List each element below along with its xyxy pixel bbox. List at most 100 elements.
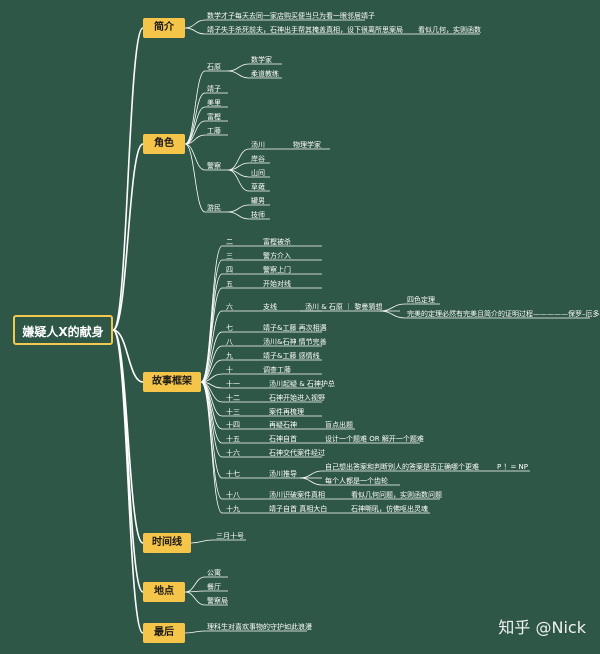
connector [200,273,223,383]
chapter-title: 开始对线 [263,280,291,288]
role-shishen-2: 柔道教练 [251,70,279,78]
chapter-title: 警方介入 [263,252,291,260]
connector [200,287,223,383]
chapter-title: 汤川识破案件真相 [269,491,325,499]
chapter-number: 七 [226,324,233,332]
chapter-title: 汤川起疑 & 石神护总 [269,380,335,388]
chapter-title: 靖子&工藤 再次相遇 [263,324,327,332]
chapter-number: 九 [226,352,233,360]
police-4: 草薙 [251,183,265,191]
connector [184,576,206,593]
chapter-number: 四 [226,266,233,274]
connector [112,143,144,331]
connector [227,148,250,171]
connector [184,19,206,29]
role-shishen-1: 数学家 [251,56,272,64]
chapter-title: 汤川推导 [269,470,297,478]
connector [227,63,250,72]
branch-places: 地点 [143,582,185,602]
role-fujian: 富樫 [207,113,221,121]
connector [112,329,144,544]
connector [379,303,406,312]
connector [184,92,206,145]
intro-line-2: 靖子失手杀死前夫，石神出手帮其掩盖真相，设下很离所思案局 [207,26,403,34]
chapter-number: 十七 [226,470,240,478]
connector [112,329,144,593]
branch-intro: 简介 [143,18,185,38]
chapter-number: 十五 [226,435,240,443]
chapter-title: 再疑石神 [269,421,297,429]
connector [299,477,323,486]
chapter-title: 靖子自首 真相大白 [269,505,328,513]
role-gongteng: 工藤 [207,127,221,135]
six-sub-b1: 四色定理 [407,296,435,304]
role-homeless: 游民 [207,204,221,212]
connector [227,204,250,213]
seventeen-sub-b: 每个人都是一个齿轮 [325,477,388,485]
chapter-number: 三 [226,252,233,260]
chapter-number: 十 [226,366,233,374]
place-1: 公寓 [207,569,221,577]
connector [190,539,213,544]
chapter-title: 支线 [263,303,277,311]
chapter-number: 五 [226,280,233,288]
nineteen-sub: 石神嘶吼，仿佛呕出灵魂 [351,505,428,513]
place-3: 警察局 [207,597,228,605]
role-shishen: 石原 [207,63,221,71]
fourteen-sub: 盲点出题 [325,421,353,429]
seventeen-sub-a: 自己想出答案和判断别人的答案是否正确哪个更难 [325,463,479,471]
chapter-number: 十九 [226,505,240,513]
connector [200,345,223,383]
chapter-number: 十八 [226,491,240,499]
watermark: 知乎 @Nick [498,618,586,637]
connector [112,329,144,634]
chapter-number: 十二 [226,394,240,402]
police-2: 岸谷 [251,155,265,163]
chapter-title: 富樫被杀 [263,238,291,246]
connector [227,211,250,220]
chapter-number: 十一 [226,380,240,388]
chapter-number: 十三 [226,408,240,416]
role-jingzi: 靖子 [207,85,221,93]
connector [184,143,206,171]
branch-ending: 最后 [143,623,185,643]
connector [112,329,144,383]
connector [184,143,206,213]
branch-timeline: 时间线 [143,533,191,553]
chapter-number: 八 [226,338,233,346]
root-node: 嫌疑人X的献身 [13,315,113,345]
connector [299,470,323,479]
eighteen-sub: 看似几何问题，实则函数问题 [351,491,442,499]
timeline-date: 三月十号 [216,532,244,540]
connector [184,27,206,35]
role-meili: 美里 [207,99,221,107]
role-police: 警察 [207,162,221,170]
chapter-title: 警察上门 [263,266,291,274]
connector [184,134,206,145]
connector [227,70,250,79]
chapter-number: 十六 [226,449,240,457]
connector [112,27,144,331]
homeless-2: 技师 [251,211,265,219]
fifteen-sub: 设计一个题难 OR 解开一个题难 [325,435,424,443]
six-sub-a: 汤川 & 石原 ｜ 黎曼猜想 [305,303,383,311]
police-1: 汤川 [251,141,265,149]
branch-story: 故事框架 [143,372,201,392]
chapter-title: 石神自首 [269,435,297,443]
connector [184,591,206,606]
connector [200,381,223,514]
chapter-title: 案件再梳理 [269,408,304,416]
six-sub-b2: 完美的定理必然有完美且简介的证明过程—————保罗–厄多斯 [407,310,600,318]
chapter-title: 石神交代案件经过 [269,449,325,457]
connector [184,630,206,634]
intro-line-3: 看似几何，实则函数 [418,26,481,34]
place-2: 餐厅 [207,583,221,591]
police-3: 山间 [251,169,265,177]
seventeen-pnp: P ！= NP [497,463,528,471]
connector [200,381,223,479]
ending-text: 理科生对喜欢事物的守护如此浪漫 [207,623,312,631]
homeless-1: 罐男 [251,197,265,205]
intro-line-1: 数学才子每天去同一家店购买便当只为看一眼邻居靖子 [207,12,375,20]
connector [227,169,250,192]
